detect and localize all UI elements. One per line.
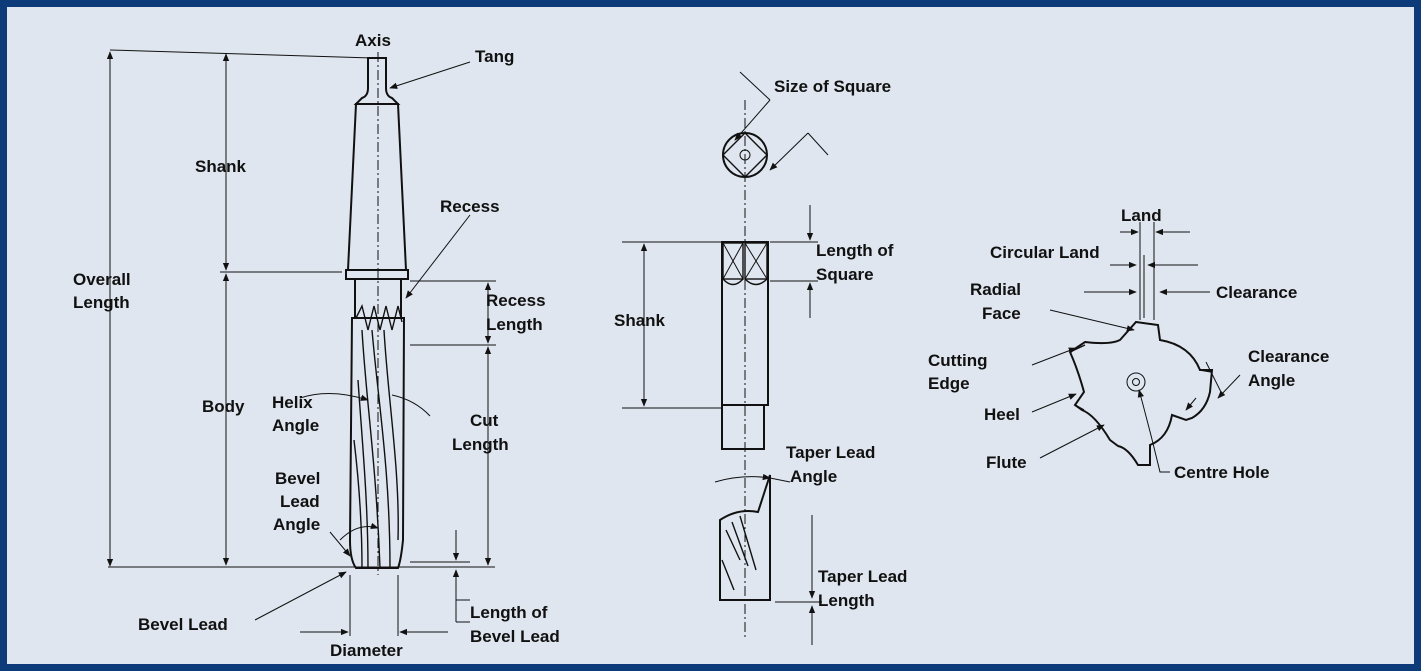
label-taper-lead-length-2: Length <box>818 591 875 610</box>
reamer-side-view <box>345 52 409 575</box>
label-length-of-square-2: Square <box>816 265 874 284</box>
label-flute: Flute <box>986 453 1027 472</box>
label-clearance-angle-1: Clearance <box>1248 347 1329 366</box>
square-shank-dimensions <box>622 205 822 645</box>
label-clearance-angle-2: Angle <box>1248 371 1295 390</box>
label-length-of-square-1: Length of <box>816 241 894 260</box>
label-cut-length-2: Length <box>452 435 509 454</box>
label-heel: Heel <box>984 405 1020 424</box>
label-size-of-square: Size of Square <box>774 77 891 96</box>
label-tang: Tang <box>475 47 514 66</box>
cross-section-dimensions <box>1031 222 1241 473</box>
label-radial-face-1: Radial <box>970 280 1021 299</box>
labels: Axis Tang Shank Overall Length Recess Re… <box>73 31 1329 660</box>
label-recess: Recess <box>440 197 500 216</box>
label-axis: Axis <box>355 31 391 50</box>
label-shank-2: Shank <box>614 311 666 330</box>
label-radial-face-2: Face <box>982 304 1021 323</box>
label-centre-hole: Centre Hole <box>1174 463 1269 482</box>
label-taper-lead-angle-2: Angle <box>790 467 837 486</box>
reamer-cross-section <box>1068 320 1214 466</box>
label-length-of-bevel-lead-2: Bevel Lead <box>470 627 560 646</box>
label-taper-lead-angle-1: Taper Lead <box>786 443 875 462</box>
label-shank: Shank <box>195 157 247 176</box>
label-taper-lead-length-1: Taper Lead <box>818 567 907 586</box>
label-bevel-lead-angle-1: Bevel <box>275 469 320 488</box>
label-overall-length-2: Length <box>73 293 130 312</box>
label-bevel-lead-angle-3: Angle <box>273 515 320 534</box>
label-recess-length-1: Recess <box>486 291 546 310</box>
label-helix-angle-1: Helix <box>272 393 313 412</box>
label-body: Body <box>202 397 245 416</box>
square-shank-view <box>719 71 829 640</box>
label-cutting-edge-1: Cutting <box>928 351 987 370</box>
label-circular-land: Circular Land <box>990 243 1100 262</box>
label-clearance: Clearance <box>1216 283 1297 302</box>
label-diameter: Diameter <box>330 641 403 660</box>
label-overall-length-1: Overall <box>73 270 131 289</box>
label-bevel-lead-angle-2: Lead <box>280 492 320 511</box>
label-land: Land <box>1121 206 1162 225</box>
label-helix-angle-2: Angle <box>272 416 319 435</box>
reamer-dimensions <box>106 49 496 636</box>
label-bevel-lead: Bevel Lead <box>138 615 228 634</box>
label-cut-length-1: Cut <box>470 411 499 430</box>
label-cutting-edge-2: Edge <box>928 374 970 393</box>
label-length-of-bevel-lead-1: Length of <box>470 603 548 622</box>
label-recess-length-2: Length <box>486 315 543 334</box>
